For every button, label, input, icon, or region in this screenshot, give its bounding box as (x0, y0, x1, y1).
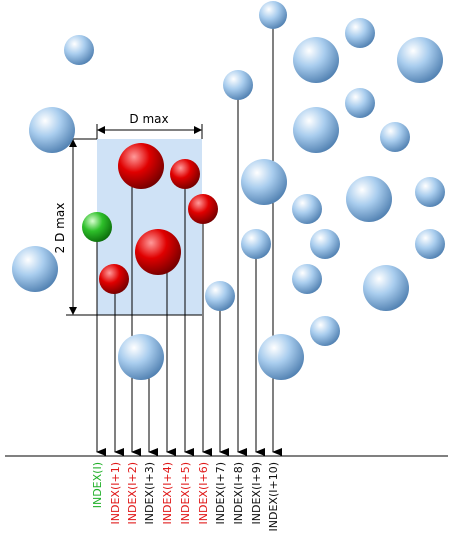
particle (292, 194, 322, 224)
other-particles (12, 1, 445, 380)
particle (310, 316, 340, 346)
index-label: INDEX(I+8) (232, 462, 245, 524)
particle (205, 281, 235, 311)
particle (345, 88, 375, 118)
particle-in-window (118, 143, 164, 189)
particle (118, 334, 164, 380)
particle (293, 37, 339, 83)
particle (12, 246, 58, 292)
projection-arrows (96, 15, 282, 456)
index-label: INDEX(I+3) (143, 462, 156, 524)
index-label: INDEX(I+6) (197, 462, 210, 524)
particle (346, 176, 392, 222)
current-particle (82, 212, 112, 242)
particle (241, 229, 271, 259)
particle (241, 159, 287, 205)
particle (415, 229, 445, 259)
index-labels: INDEX(I) INDEX(I+1) INDEX(I+2) INDEX(I+3) IN… (91, 462, 280, 531)
height-label: 2 D max (53, 203, 67, 254)
particle (293, 107, 339, 153)
particle (380, 122, 410, 152)
particle (29, 107, 75, 153)
width-dimension: D max (96, 112, 203, 139)
particle (345, 18, 375, 48)
particle (258, 334, 304, 380)
particle-in-window (99, 264, 129, 294)
index-label: INDEX(I+10) (267, 462, 280, 531)
particle-in-window (170, 159, 200, 189)
index-label: INDEX(I+9) (250, 462, 263, 524)
index-label: INDEX(I+1) (109, 462, 122, 524)
particle (363, 265, 409, 311)
index-label: INDEX(I+2) (126, 462, 139, 524)
particle (223, 70, 253, 100)
particle-in-window (135, 229, 181, 275)
neighbor-particles (99, 143, 218, 294)
particle (259, 1, 287, 29)
particle-in-window (188, 194, 218, 224)
particle (397, 37, 443, 83)
index-label: INDEX(I+5) (179, 462, 192, 524)
particle (292, 264, 322, 294)
index-label: INDEX(I+4) (161, 462, 174, 524)
index-label: INDEX(I) (91, 462, 104, 508)
height-dimension: 2 D max (53, 138, 202, 316)
particle (64, 35, 94, 65)
index-label: INDEX(I+7) (214, 462, 227, 524)
particle (310, 229, 340, 259)
particle (415, 177, 445, 207)
width-label: D max (129, 112, 168, 126)
